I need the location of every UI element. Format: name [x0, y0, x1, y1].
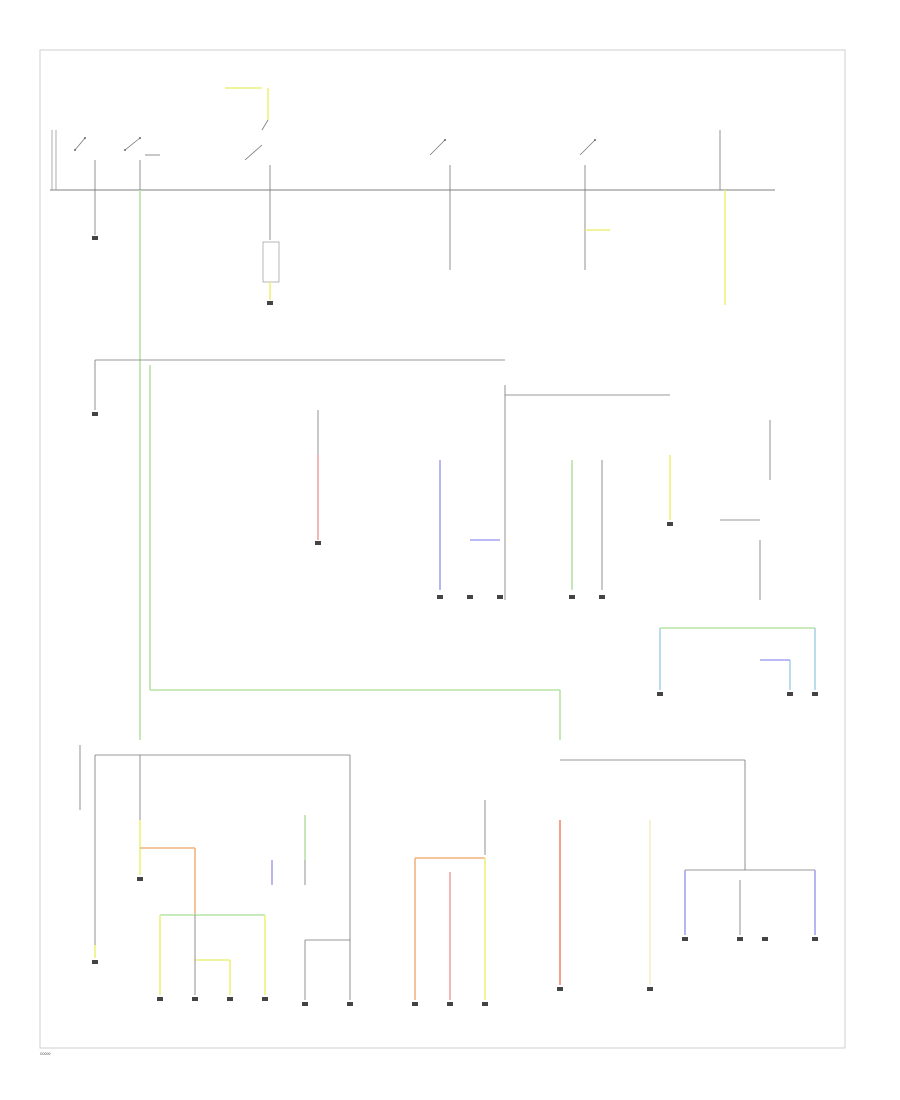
drop-1: [92, 190, 98, 240]
right-relay-group: [657, 420, 818, 696]
top-bus: [50, 130, 775, 191]
drop-4: [584, 190, 610, 270]
diagram-frame: [39, 49, 846, 1049]
lower-left-circuits: [92, 815, 353, 1006]
splice-line: [92, 359, 505, 416]
fuse-block-1: [74, 137, 96, 190]
lower-left-bus: [79, 745, 351, 1000]
green-circuit-mid: [569, 455, 673, 599]
red-circuit: [315, 410, 321, 545]
fuse-block-4: [579, 139, 596, 190]
lower-middle-circuits: [412, 800, 488, 1006]
blue-circuit: [437, 385, 670, 600]
ignition-switch: [225, 87, 271, 190]
fuse-block-3: [429, 139, 451, 190]
drop-ignition: [262, 190, 280, 305]
fuse-block-2: [124, 137, 160, 190]
lower-right-bus: [557, 759, 818, 991]
green-trunk: [139, 190, 561, 740]
footer-code: G0000: [40, 1052, 51, 1056]
